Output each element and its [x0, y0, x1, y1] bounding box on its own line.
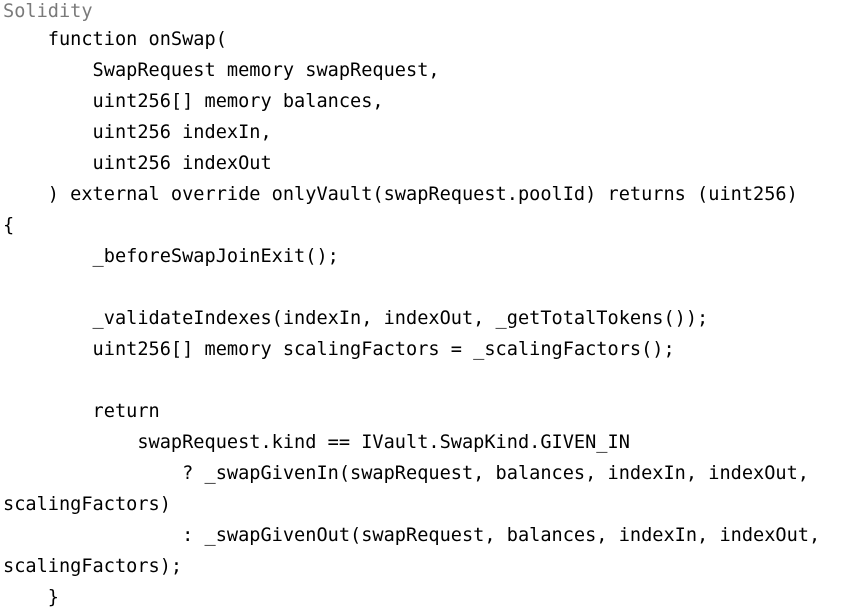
code-line [3, 272, 843, 303]
code-line: uint256 indexIn, [3, 122, 272, 143]
code-snippet: Solidity function onSwap( SwapRequest me… [3, 0, 843, 613]
code-line: uint256 indexOut [3, 153, 272, 174]
code-line: function onSwap( [3, 29, 227, 50]
code-line: scalingFactors); [3, 556, 183, 577]
code-line: } [3, 587, 59, 608]
code-line: ? _swapGivenIn(swapRequest, balances, in… [3, 463, 809, 484]
code-line: swapRequest.kind == IVault.SwapKind.GIVE… [3, 432, 630, 453]
code-block: function onSwap( SwapRequest memory swap… [3, 24, 843, 613]
code-line [3, 365, 843, 396]
language-label: Solidity [3, 1, 93, 22]
code-line: _validateIndexes(indexIn, indexOut, _get… [3, 308, 709, 329]
code-line: ) external override onlyVault(swapReques… [3, 184, 798, 205]
code-line: SwapRequest memory swapRequest, [3, 60, 440, 81]
code-line: : _swapGivenOut(swapRequest, balances, i… [3, 525, 821, 546]
code-line: return [3, 401, 160, 422]
code-line: { [3, 215, 15, 236]
code-line: _beforeSwapJoinExit(); [3, 246, 339, 267]
code-line: scalingFactors) [3, 494, 171, 515]
code-line: uint256[] memory scalingFactors = _scali… [3, 339, 675, 360]
code-line: uint256[] memory balances, [3, 91, 384, 112]
